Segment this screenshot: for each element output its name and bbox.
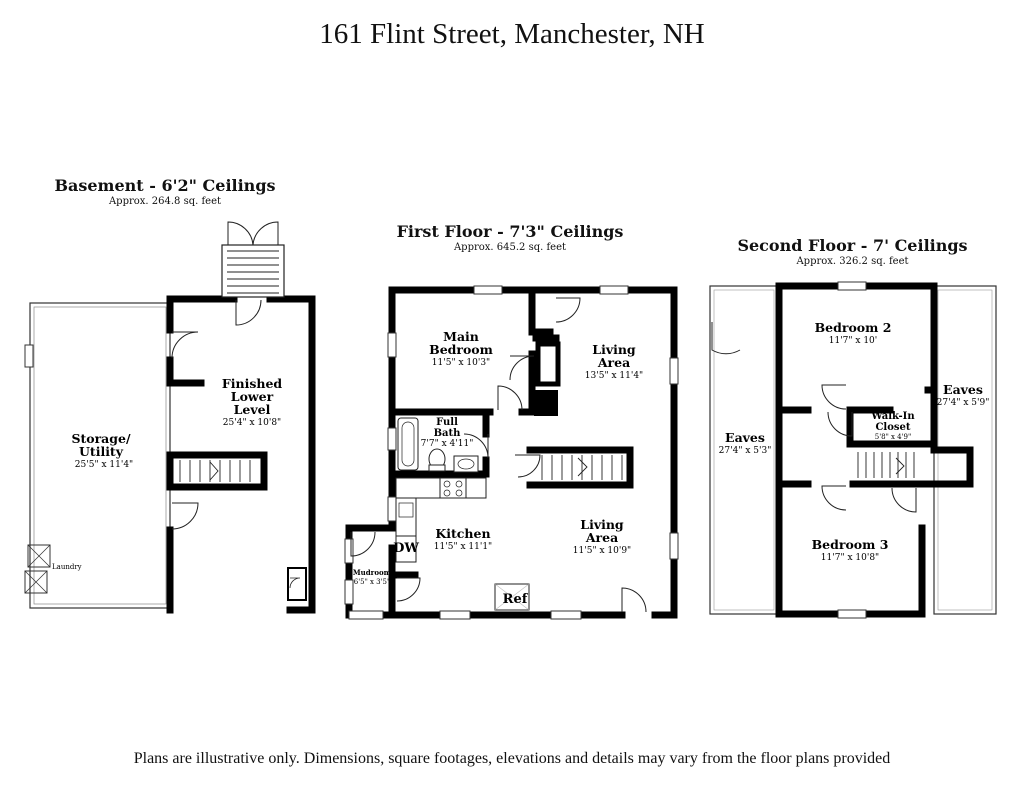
basement-area: Approx. 264.8 sq. feet	[108, 196, 222, 207]
bathtub-icon	[397, 417, 419, 471]
mudroom-dim: 6'5" x 3'5"	[354, 578, 391, 586]
bedroom-2-label: Bedroom 2	[815, 320, 892, 335]
eaves-left-label: Eaves	[725, 430, 765, 445]
finished-lower-dim: 25'4" x 10'8"	[223, 418, 281, 428]
exterior-stairs	[221, 244, 285, 298]
bedroom-2-dim: 11'7" x 10'	[829, 336, 878, 346]
kitchen-label: Kitchen	[435, 526, 490, 541]
room-label-line: Area	[585, 530, 618, 545]
first-floor-heading: First Floor - 7'3" Ceilings Approx. 645.…	[380, 222, 640, 253]
walk-in-closet-dim: 5'8" x 4'9"	[875, 433, 912, 441]
bedroom-3-label: Bedroom 3	[812, 537, 889, 552]
room-label-line: Utility	[79, 444, 124, 459]
dishwasher-label: DW	[393, 541, 419, 556]
refrigerator-label: Ref	[503, 592, 529, 607]
full-bath-dim: 7'7" x 4'11"	[421, 439, 474, 449]
basement-plan: Storage/ Utility 25'5" x 11'4" Finished …	[24, 221, 316, 614]
laundry-label: Laundry	[52, 563, 82, 571]
second-floor-title: Second Floor - 7' Ceilings	[737, 236, 968, 255]
room-label-line: Level	[234, 402, 271, 417]
first-floor-plan: Main Bedroom 11'5" x 10'3" Living Area 1…	[344, 285, 679, 620]
eaves-right-label: Eaves	[943, 382, 983, 397]
first-floor-title: First Floor - 7'3" Ceilings	[396, 222, 624, 241]
room-label-line: Area	[597, 355, 630, 370]
laundry-machine-icon	[27, 544, 51, 568]
living-area-lower-label: Living	[580, 517, 624, 532]
eaves-left-dim: 27'4" x 5'3"	[719, 446, 772, 456]
room-label-line: Bedroom	[429, 342, 493, 357]
page-title: 161 Flint Street, Manchester, NH	[319, 18, 705, 50]
main-bedroom-dim: 11'5" x 10'3"	[432, 358, 490, 368]
basement-title: Basement - 6'2" Ceilings	[54, 176, 276, 195]
stove-icon	[439, 477, 467, 499]
room-label-line: Bath	[434, 428, 462, 439]
room-label-line: Closet	[875, 422, 910, 433]
kitchen-sink-icon	[398, 502, 414, 518]
window	[473, 285, 503, 295]
mudroom-label: Mudroom	[353, 568, 392, 577]
eaves-right-dim: 27'4" x 5'9"	[937, 398, 990, 408]
basement-heading: Basement - 6'2" Ceilings Approx. 264.8 s…	[40, 176, 290, 207]
storage-label: Storage/	[71, 431, 131, 446]
basement-window	[24, 344, 34, 368]
second-floor-area: Approx. 326.2 sq. feet	[796, 256, 909, 267]
second-floor-heading: Second Floor - 7' Ceilings Approx. 326.2…	[720, 236, 985, 267]
kitchen-dim: 11'5" x 11'1"	[434, 542, 492, 552]
living-area-lower-dim: 11'5" x 10'9"	[573, 546, 631, 556]
disclaimer: Plans are illustrative only. Dimensions,…	[133, 750, 891, 767]
room-label-line: Lower	[231, 389, 274, 404]
full-bath-label: Full	[436, 417, 458, 428]
bath-sink-icon	[453, 455, 479, 473]
walk-in-closet-label: Walk-In	[870, 411, 915, 422]
finished-lower-label: Finished	[222, 376, 283, 391]
dishwasher-icon	[395, 535, 417, 563]
main-bedroom-label: Main	[443, 329, 479, 344]
storage-dim: 25'5" x 11'4"	[75, 460, 133, 470]
living-area-upper-dim: 13'5" x 11'4"	[585, 371, 643, 381]
living-area-upper-label: Living	[592, 342, 636, 357]
first-floor-area: Approx. 645.2 sq. feet	[453, 242, 567, 253]
second-floor-plan: Bedroom 2 11'7" x 10' Eaves 27'4" x 5'3"…	[709, 281, 997, 619]
bedroom-3-dim: 11'7" x 10'8"	[821, 553, 879, 563]
